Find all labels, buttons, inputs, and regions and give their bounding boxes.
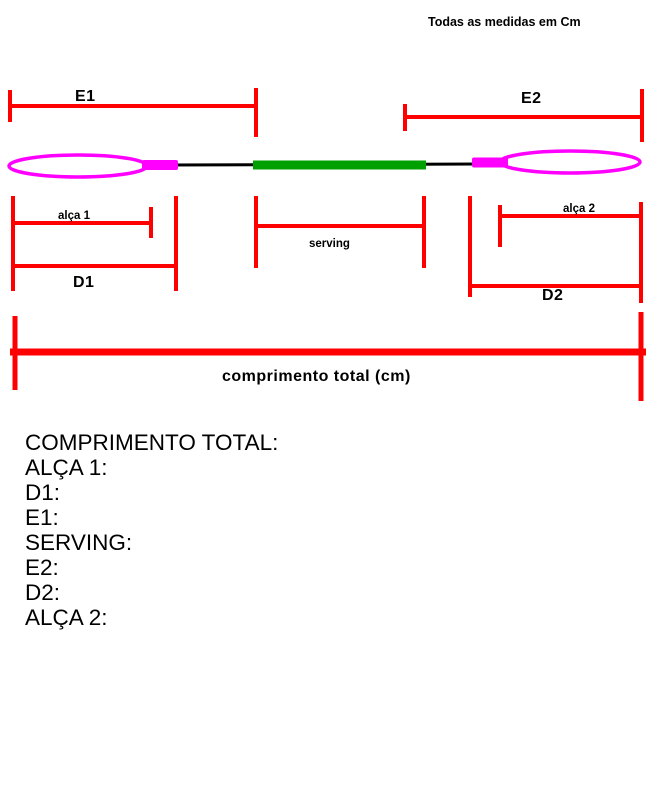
e1-dimension: E1 (8, 88, 258, 137)
string-loop-right (498, 149, 642, 175)
string-loop-left (7, 153, 149, 179)
e1-label: E1 (75, 88, 96, 105)
form-line-alca2: ALÇA 2: (25, 605, 108, 630)
alca1-dimension: alça 1 (13, 207, 153, 238)
measurement-form: COMPRIMENTO TOTAL: ALÇA 1: D1: E1: SERVI… (25, 430, 278, 630)
total-length-dimension: comprimento total (cm) (10, 312, 646, 401)
form-line-d2: D2: (25, 580, 61, 605)
form-line-comprimento-total: COMPRIMENTO TOTAL: (25, 430, 279, 455)
total-label: comprimento total (cm) (222, 368, 411, 385)
alca2-dimension: alça 2 (498, 203, 641, 247)
bowstring (7, 149, 642, 179)
form-line-d1: D1: (25, 480, 61, 505)
d1-dimension: D1 (11, 196, 178, 291)
e2-dimension: E2 (403, 89, 644, 142)
serving-label: serving (309, 238, 350, 250)
serving-wrap (253, 160, 426, 170)
string-end-wrap-left (142, 160, 178, 170)
form-line-e1: E1: (25, 505, 59, 530)
d2-dimension: D2 (468, 196, 643, 304)
d2-label: D2 (542, 287, 563, 304)
units-note: Todas as medidas em Cm (428, 15, 581, 29)
alca2-label: alça 2 (563, 203, 595, 215)
d1-label: D1 (73, 274, 94, 291)
e2-label: E2 (521, 90, 542, 107)
form-line-e2: E2: (25, 555, 59, 580)
bowstring-diagram: Todas as medidas em Cm E1 E2 (7, 15, 646, 401)
alca1-label: alça 1 (58, 210, 91, 222)
form-line-serving: SERVING: (25, 530, 133, 555)
serving-dimension: serving (254, 196, 426, 268)
form-line-alca1: ALÇA 1: (25, 455, 108, 480)
